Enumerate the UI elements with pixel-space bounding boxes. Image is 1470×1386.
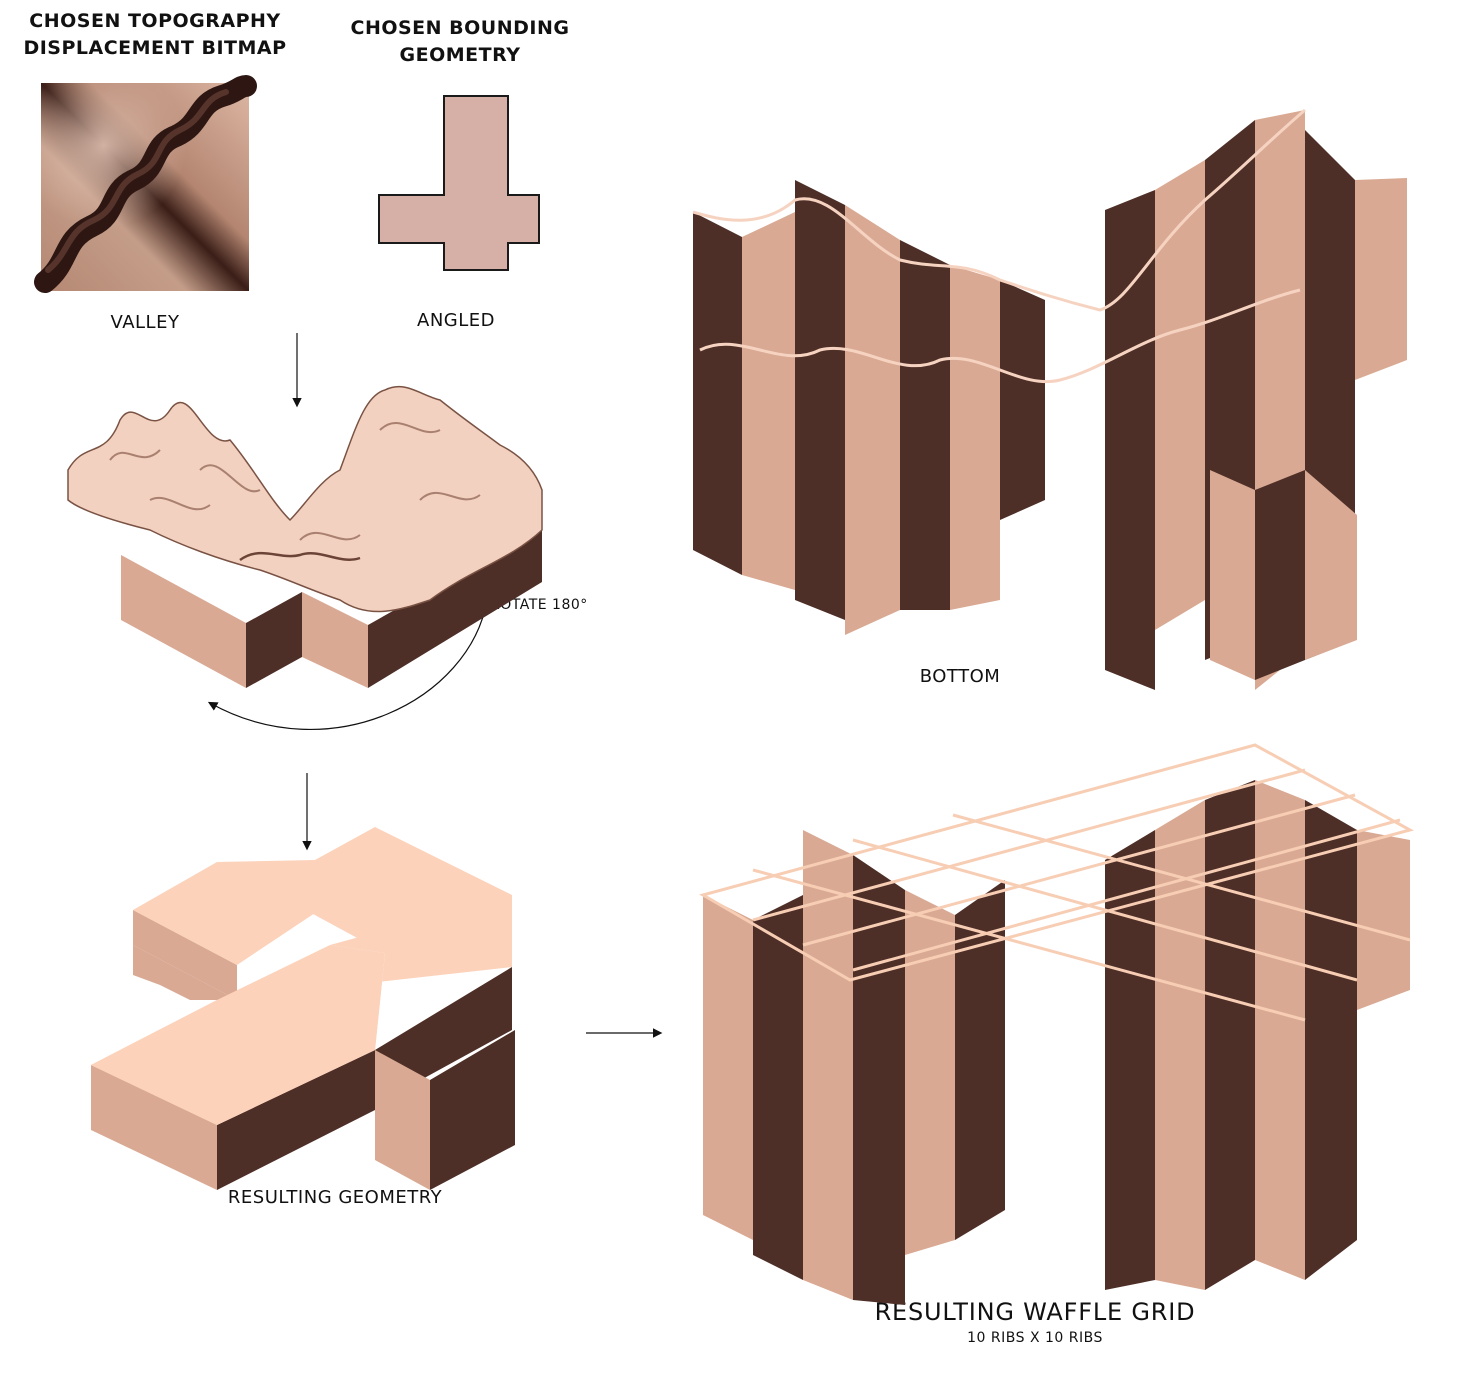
bitmap-heading: CHOSEN TOPOGRAPHY DISPLACEMENT BITMAP xyxy=(20,8,290,62)
waffle-bottom-view xyxy=(692,108,1407,690)
geometry-caption: ANGLED xyxy=(417,310,495,331)
geometry-heading-line-2: GEOMETRY xyxy=(399,44,521,66)
topography-bitmap xyxy=(34,75,257,293)
waffle-grid-view xyxy=(699,743,1414,1305)
bitmap-caption: VALLEY xyxy=(110,312,180,333)
rotate-caption: ROTATE 180° xyxy=(490,597,588,613)
bitmap-heading-line-1: CHOSEN TOPOGRAPHY xyxy=(29,10,281,32)
bounding-geometry-shape xyxy=(378,95,540,271)
geometry-heading: CHOSEN BOUNDING GEOMETRY xyxy=(340,15,580,69)
result-geometry-caption: RESULTING GEOMETRY xyxy=(227,1187,443,1208)
geometry-heading-line-1: CHOSEN BOUNDING xyxy=(350,17,570,39)
rotate-arrow xyxy=(207,599,488,730)
resulting-geometry-block xyxy=(91,827,515,1190)
waffle-subtitle: 10 RIBS X 10 RIBS xyxy=(967,1330,1103,1346)
waffle-title: RESULTING WAFFLE GRID xyxy=(874,1298,1196,1326)
bitmap-heading-line-2: DISPLACEMENT BITMAP xyxy=(23,37,287,59)
terrain-block xyxy=(67,385,543,688)
bottom-caption: BOTTOM xyxy=(919,666,1001,687)
